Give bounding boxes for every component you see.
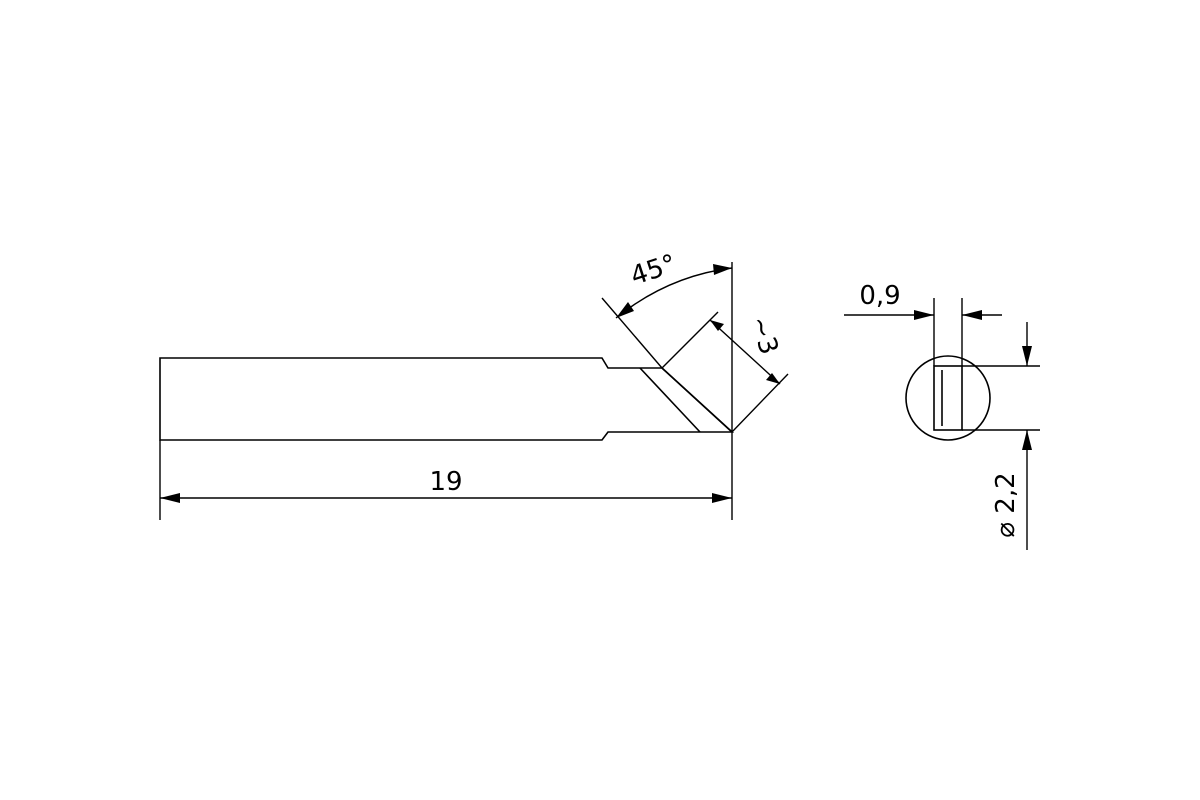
- dimension-bevel: ~3: [709, 313, 784, 385]
- tip-blade-face: [933, 365, 963, 431]
- end-view: [905, 298, 1040, 441]
- bevel-face-line: [639, 367, 701, 433]
- arrow-head: [710, 320, 724, 331]
- arrow-head: [712, 493, 732, 503]
- arrow-head: [766, 373, 780, 384]
- dimension-angle: 45°: [615, 249, 733, 319]
- arrow-head: [1022, 430, 1032, 450]
- arrow-head: [713, 264, 732, 275]
- tip-shaft-outline: [159, 357, 735, 441]
- dimension-diameter: ⌀ 2,2: [991, 322, 1032, 550]
- bevel-face-line: [661, 367, 733, 433]
- bevel-label: ~3: [743, 313, 783, 359]
- bevel-extension-line: [661, 311, 719, 369]
- angle-label: 45°: [627, 249, 680, 292]
- arrow-head: [616, 302, 634, 318]
- dimension-thickness: 0,9: [844, 281, 1002, 320]
- tip-end-circle: [905, 355, 991, 441]
- length-label: 19: [429, 467, 462, 497]
- arrow-head: [914, 310, 934, 320]
- arrow-head: [962, 310, 982, 320]
- angle-extension-line: [601, 297, 663, 369]
- diameter-label: ⌀ 2,2: [991, 472, 1021, 537]
- thickness-label: 0,9: [859, 281, 900, 311]
- side-view: [159, 262, 789, 520]
- arrow-head: [1022, 346, 1032, 366]
- dimension-length: 19: [160, 467, 732, 503]
- arrow-head: [160, 493, 180, 503]
